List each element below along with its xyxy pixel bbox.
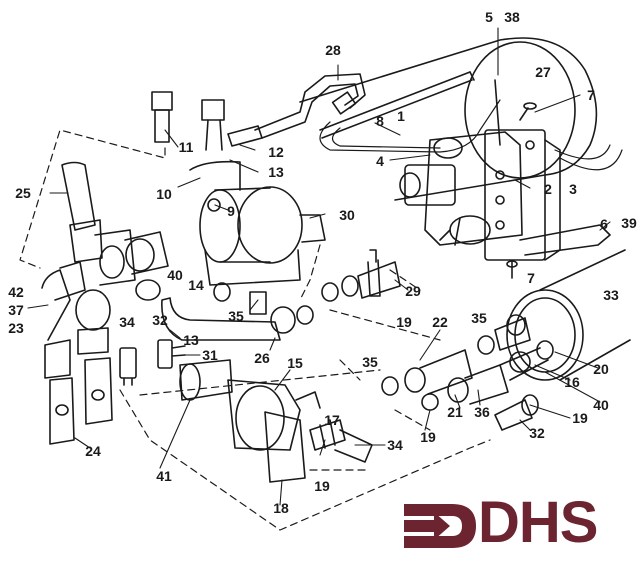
heat-exchanger-cylinder	[299, 37, 598, 201]
expansion-vessel-33	[506, 249, 631, 381]
dashed-routing-lines	[19, 129, 491, 531]
part-label-1: 1	[397, 108, 405, 124]
small-fittings-cluster	[477, 314, 554, 381]
sensors	[119, 339, 186, 386]
pipe-25-assembly	[41, 161, 136, 445]
circulating-pump	[189, 160, 326, 286]
part-label-35: 35	[362, 354, 378, 370]
part-label-42: 42	[8, 284, 24, 300]
part-label-28: 28	[325, 42, 341, 58]
air-vent-fittings	[151, 91, 263, 151]
part-label-8: 8	[376, 113, 384, 129]
part-label-31: 31	[202, 347, 218, 363]
part-label-34: 34	[387, 437, 403, 453]
part-label-27: 27	[535, 64, 551, 80]
part-label-3: 3	[569, 181, 577, 197]
part-label-22: 22	[432, 314, 448, 330]
leader-lines	[27, 27, 611, 506]
part-label-12: 12	[268, 144, 284, 160]
part-label-32: 32	[152, 312, 168, 328]
part-label-36: 36	[474, 404, 490, 420]
diverter-valve	[179, 359, 373, 483]
part-label-26: 26	[254, 350, 270, 366]
arrow-logo-mark-icon	[404, 504, 476, 548]
part-label-9: 9	[227, 203, 235, 219]
pipe-28	[254, 71, 475, 139]
part-label-24: 24	[85, 443, 101, 459]
part-label-25: 25	[15, 185, 31, 201]
part-label-30: 30	[339, 207, 355, 223]
fitting-32	[494, 394, 539, 431]
part-label-39: 39	[621, 215, 637, 231]
part-label-13: 13	[183, 332, 199, 348]
part-label-40: 40	[167, 267, 183, 283]
part-label-41: 41	[156, 468, 172, 484]
part-label-10: 10	[156, 186, 172, 202]
part-label-6: 6	[600, 216, 608, 232]
part-label-19: 19	[396, 314, 412, 330]
capillary-tubes	[319, 99, 623, 171]
part-label-38: 38	[504, 9, 520, 25]
part-label-7: 7	[527, 270, 535, 286]
part-label-37: 37	[8, 302, 24, 318]
part-label-19: 19	[314, 478, 330, 494]
part-label-4: 4	[376, 153, 384, 169]
part-label-32: 32	[529, 425, 545, 441]
part-label-20: 20	[593, 361, 609, 377]
pipe-fitting-40	[124, 231, 231, 302]
screw-7	[506, 102, 537, 279]
dhs-logo: DHS	[400, 490, 630, 556]
gas-valve-assembly	[399, 129, 611, 261]
part-label-16: 16	[564, 374, 580, 390]
part-label-13: 13	[268, 164, 284, 180]
part-label-19: 19	[572, 410, 588, 426]
part-label-21: 21	[447, 404, 463, 420]
part-label-11: 11	[178, 139, 194, 155]
part-label-23: 23	[8, 320, 24, 336]
part-label-7: 7	[587, 87, 595, 103]
tee-fitting-29	[321, 249, 401, 302]
part-label-14: 14	[188, 277, 204, 293]
part-label-35: 35	[471, 310, 487, 326]
part-label-34: 34	[119, 314, 135, 330]
union-fittings	[381, 349, 509, 411]
part-label-40: 40	[593, 397, 609, 413]
part-label-18: 18	[273, 500, 289, 516]
part-label-17: 17	[324, 412, 340, 428]
logo-wordmark: DHS	[478, 490, 598, 555]
part-label-35: 35	[228, 308, 244, 324]
part-label-33: 33	[603, 287, 619, 303]
part-label-2: 2	[544, 181, 552, 197]
pipe-26	[161, 291, 314, 341]
part-label-15: 15	[287, 355, 303, 371]
part-label-5: 5	[485, 9, 493, 25]
part-label-29: 29	[405, 283, 421, 299]
part-label-19: 19	[420, 429, 436, 445]
